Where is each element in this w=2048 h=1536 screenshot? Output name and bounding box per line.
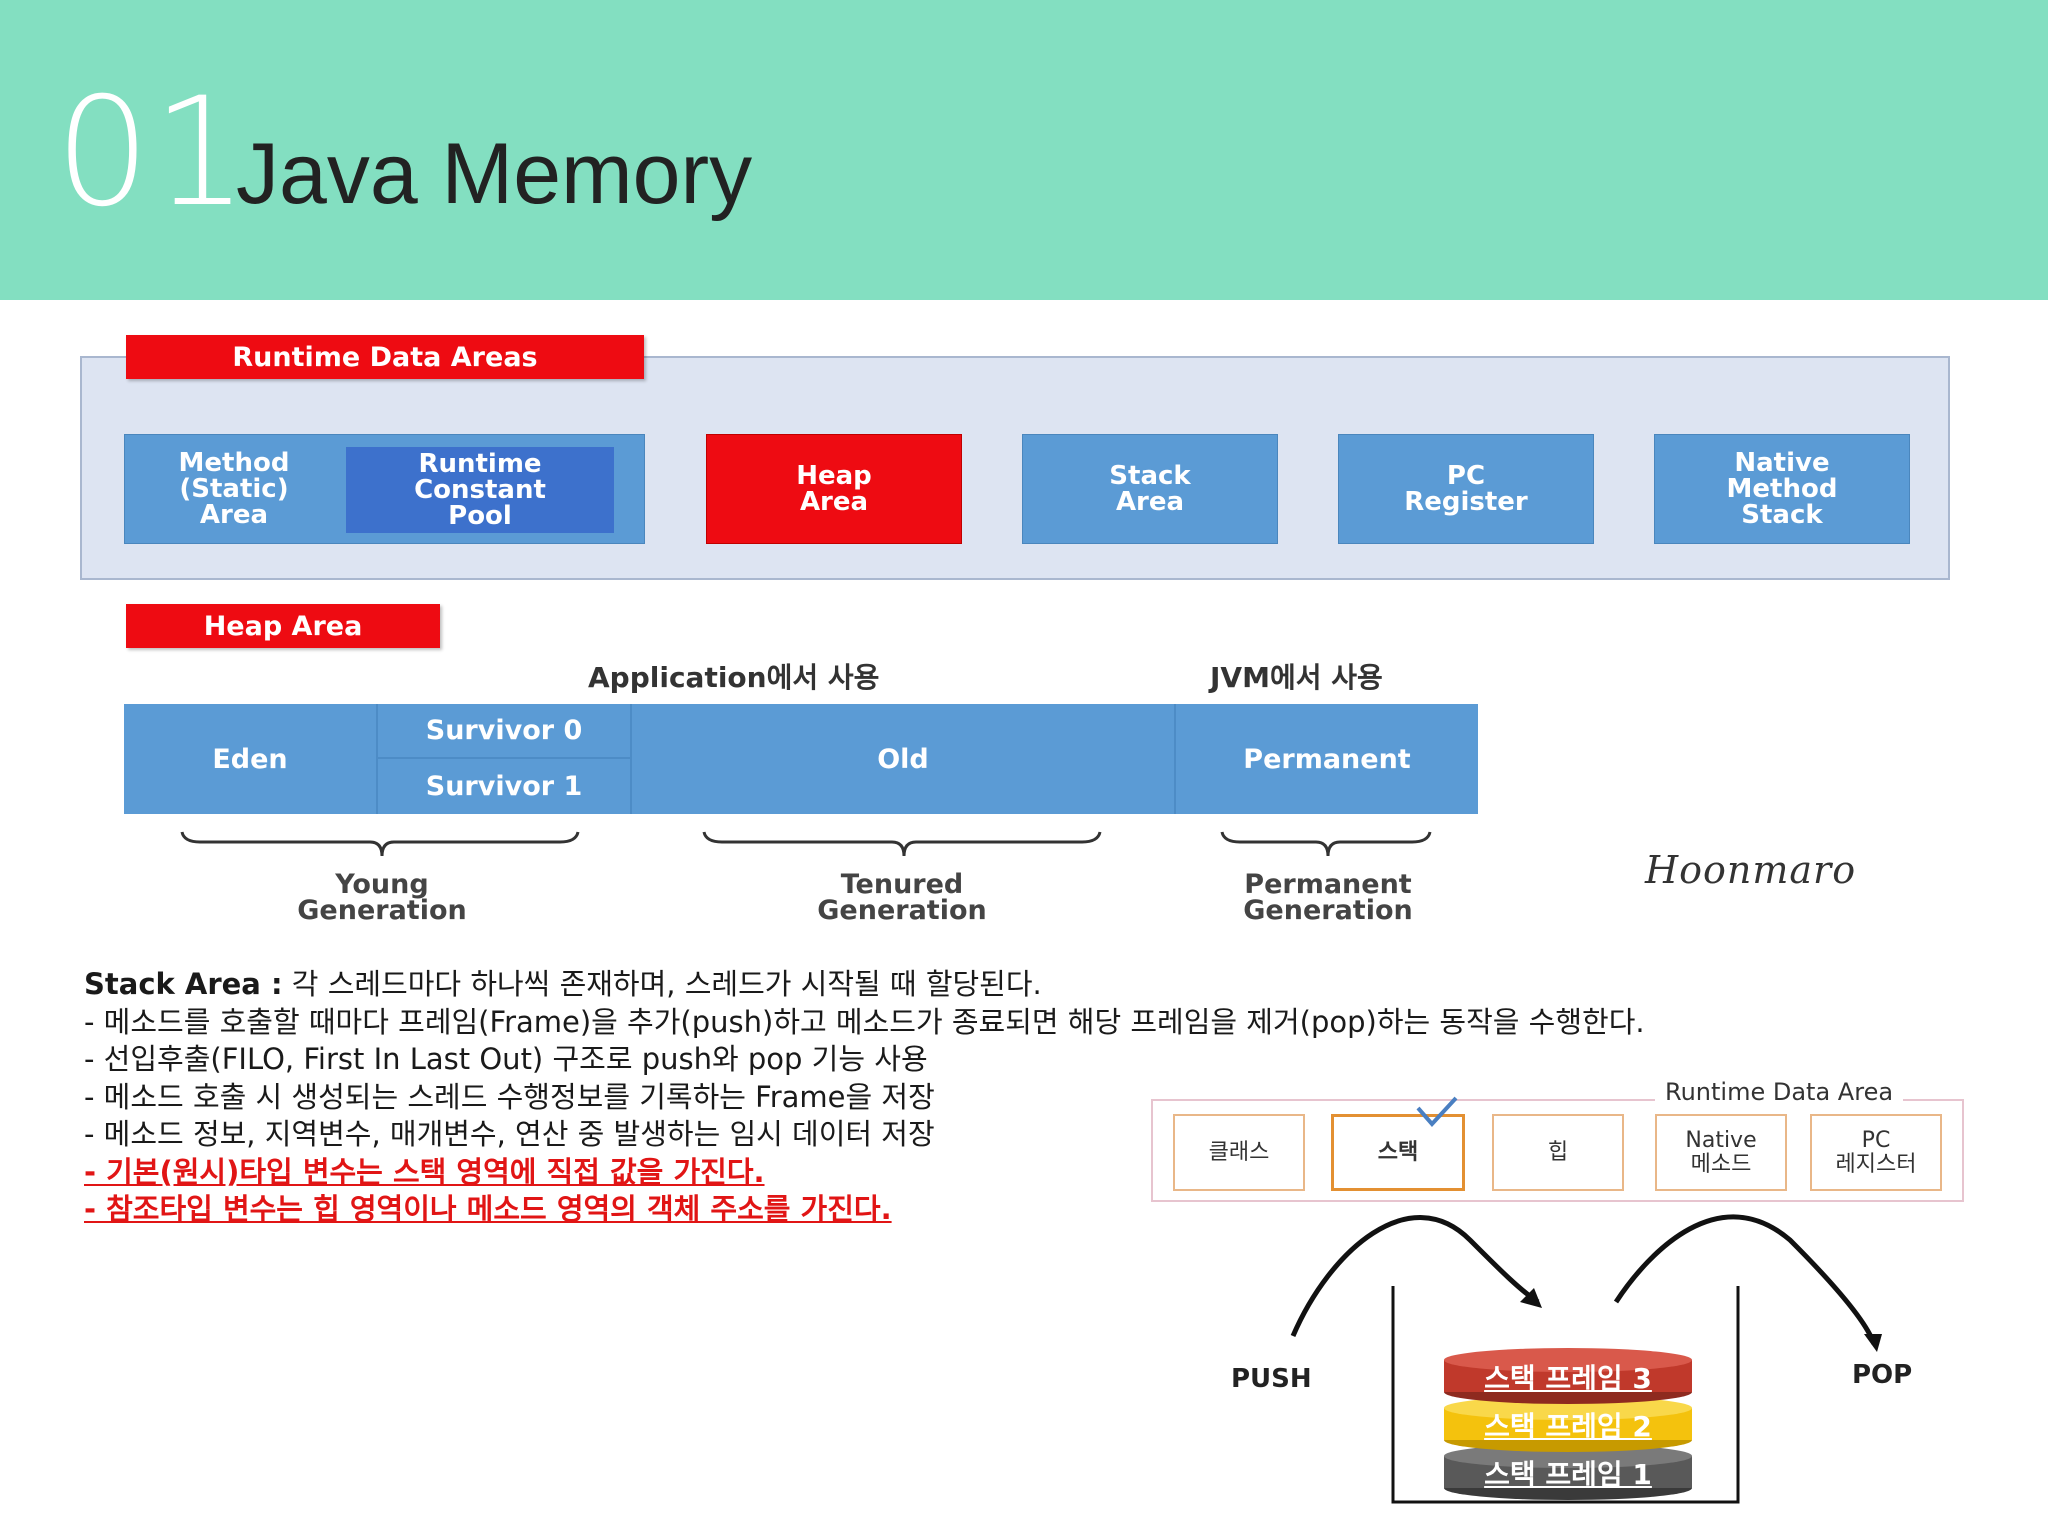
- stack-area-heading-term: Stack Area :: [84, 967, 283, 1001]
- push-arrow: [1290, 1215, 1540, 1337]
- application-usage-label: Application에서 사용: [588, 661, 880, 694]
- author-signature: Hoonmaro: [1645, 848, 1857, 892]
- pop-arrow: [1613, 1214, 1877, 1345]
- description-line-2: - 선입후출(FILO, First In Last Out) 구조로 push…: [84, 1042, 928, 1076]
- stack-frame-1-label: 스택 프레임 1: [1484, 1458, 1652, 1491]
- heap-area-tag: Heap Area: [126, 604, 440, 648]
- push-label: PUSH: [1231, 1364, 1312, 1394]
- heap-area-box-small: 힙: [1492, 1114, 1624, 1191]
- description-line-4: - 메소드 정보, 지역변수, 매개변수, 연산 중 발생하는 임시 데이터 저…: [84, 1117, 935, 1151]
- description-line-1: - 메소드를 호출할 때마다 프레임(Frame)을 추가(push)하고 메소…: [84, 1004, 1645, 1039]
- young-generation-label: Young Generation: [297, 869, 467, 926]
- stack-area-box-highlighted: 스택: [1331, 1114, 1465, 1191]
- stack-area-description: Stack Area : 각 스레드마다 하나씩 존재하며, 스레드가 시작될 …: [84, 966, 1984, 1229]
- stack-frame-3-label: 스택 프레임 3: [1484, 1362, 1652, 1395]
- stack-area-heading-definition: 각 스레드마다 하나씩 존재하며, 스레드가 시작될 때 할당된다.: [282, 967, 1042, 1001]
- old-cell: Old: [632, 704, 1176, 814]
- check-mark-icon: [1416, 1096, 1458, 1127]
- pc-register-box-small: PC 레지스터: [1810, 1114, 1942, 1191]
- class-area-box: 클래스: [1173, 1114, 1305, 1191]
- permanent-generation-label: Permanent Generation: [1243, 869, 1413, 926]
- native-method-stack-box: Native Method Stack: [1654, 434, 1910, 544]
- permanent-cell: Permanent: [1176, 704, 1478, 814]
- runtime-data-areas-tag: Runtime Data Areas: [126, 335, 644, 379]
- description-line-6: - 참조타입 변수는 힙 영역이나 메소드 영역의 객체 주소를 가진다.: [84, 1192, 892, 1226]
- runtime-constant-pool-box: Runtime Constant Pool: [346, 447, 614, 533]
- survivor-0-cell: Survivor 0: [378, 704, 632, 759]
- stack-container: [1391, 1286, 1740, 1504]
- stack-area-heading: Stack Area : 각 스레드마다 하나씩 존재하며, 스레드가 시작될 …: [84, 966, 1984, 1004]
- runtime-data-area-title: Runtime Data Area: [1655, 1078, 1904, 1106]
- pc-register-box: PC Register: [1338, 434, 1594, 544]
- survivor-1-cell: Survivor 1: [378, 759, 632, 814]
- heap-area-box: Heap Area: [706, 434, 962, 544]
- push-arrowhead-icon: [1520, 1288, 1542, 1308]
- stack-area-box: Stack Area: [1022, 434, 1278, 544]
- eden-cell: Eden: [124, 704, 378, 814]
- page-title: Java Memory: [236, 126, 753, 222]
- section-number: 01: [55, 66, 250, 240]
- tenured-generation-label: Tenured Generation: [817, 869, 987, 926]
- title-banner: 01 Java Memory: [0, 0, 2048, 300]
- young-generation-brace: [180, 831, 580, 857]
- method-area-label: Method (Static) Area: [178, 448, 290, 530]
- tenured-generation-brace: [702, 831, 1102, 857]
- description-line-5: - 기본(원시)타입 변수는 스택 영역에 직접 값을 가진다.: [84, 1154, 765, 1189]
- pop-label: POP: [1852, 1360, 1913, 1390]
- pop-arrowhead-icon: [1864, 1334, 1882, 1352]
- jvm-usage-label: JVM에서 사용: [1210, 661, 1383, 694]
- description-line-3: - 메소드 호출 시 생성되는 스레드 수행정보를 기록하는 Frame을 저장: [84, 1079, 935, 1114]
- stack-frame-2-label: 스택 프레임 2: [1484, 1410, 1652, 1443]
- native-method-box-small: Native 메소드: [1655, 1114, 1787, 1191]
- frame3-top: [1444, 1348, 1692, 1372]
- permanent-generation-brace: [1220, 831, 1432, 857]
